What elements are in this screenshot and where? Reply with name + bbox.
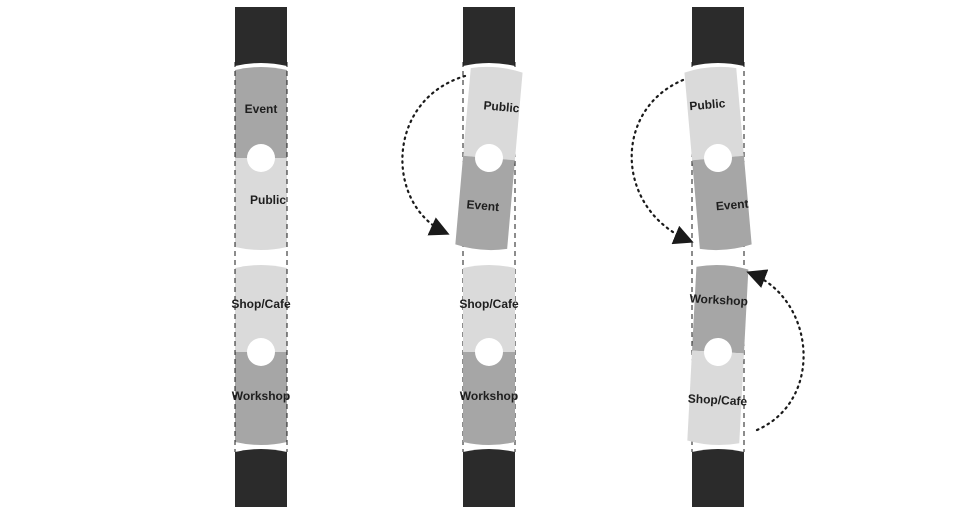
column-2-segment-public <box>463 66 523 161</box>
column-3-top-rotation-arrow <box>630 78 694 245</box>
column-3-top-upper-label: Public <box>689 96 726 113</box>
column-3-bottom-rotation-arrow <box>746 269 805 432</box>
column-3-top-module-rotated: Public Event <box>684 66 752 251</box>
column-3-bottom-module-rotated: Workshop Shop/Cafe <box>687 264 749 446</box>
column-1-segment-shopcafe <box>235 265 287 352</box>
column-2-bottom-upper-label: Shop/Cafe <box>459 297 519 311</box>
column-3: Public Event Workshop Shop/Cafe <box>630 7 805 507</box>
column-1-top-module <box>235 67 287 250</box>
column-3-segment-event <box>692 155 752 251</box>
column-3-top-hole <box>704 144 732 172</box>
column-1-segment-event <box>235 67 287 158</box>
column-2-bottom-hole <box>475 338 503 366</box>
column-1-top-hole <box>247 144 275 172</box>
column-3-segment-public <box>684 66 744 161</box>
column-1: Event Public Shop/Cafe Workshop <box>231 7 291 507</box>
column-3-segment-shopcafe <box>687 350 744 446</box>
column-2-bottom-lower-label: Workshop <box>460 389 518 403</box>
column-2-segment-event <box>455 155 515 251</box>
column-1-top-cap <box>235 7 287 66</box>
column-3-bottom-upper-label: Workshop <box>689 291 748 308</box>
column-2-top-lower-label: Event <box>466 197 500 214</box>
column-1-segment-workshop <box>235 352 287 445</box>
column-1-bottom-cap <box>235 449 287 507</box>
column-2-top-upper-label: Public <box>483 98 520 115</box>
column-2-segment-shopcafe <box>463 265 515 352</box>
column-1-bottom-upper-label: Shop/Cafe <box>231 297 291 311</box>
column-3-bottom-lower-label: Shop/Cafe <box>687 391 747 408</box>
column-3-bottom-hole <box>704 338 732 366</box>
column-1-top-upper-label: Event <box>245 102 278 116</box>
column-2: Public Event Shop/Cafe Workshop <box>401 7 523 507</box>
column-1-bottom-module <box>235 265 287 445</box>
column-3-segment-workshop <box>692 264 749 354</box>
column-2-top-cap <box>463 7 515 66</box>
column-3-top-lower-label: Event <box>715 197 749 214</box>
column-3-top-cap <box>692 7 744 66</box>
column-2-segment-workshop <box>463 352 515 445</box>
column-1-bottom-lower-label: Workshop <box>232 389 290 403</box>
column-1-bottom-hole <box>247 338 275 366</box>
column-3-bottom-cap <box>692 449 744 507</box>
column-1-top-lower-label: Public <box>250 193 286 207</box>
column-2-rotation-arrow <box>401 74 467 236</box>
column-2-top-hole <box>475 144 503 172</box>
column-1-segment-public <box>235 158 287 250</box>
column-2-bottom-cap <box>463 449 515 507</box>
column-2-top-module-rotated: Public Event <box>455 66 523 251</box>
column-2-bottom-module: Shop/Cafe Workshop <box>459 265 519 445</box>
